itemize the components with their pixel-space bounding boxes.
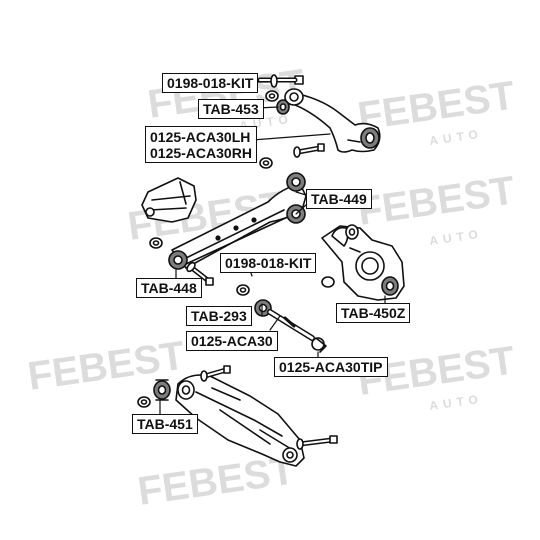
upper-arm — [284, 88, 381, 153]
bushing-tab453 — [276, 99, 290, 115]
bolt-upper-arm — [293, 143, 325, 158]
label-tab-451: TAB-451 — [132, 414, 198, 434]
lower-arm — [168, 172, 307, 270]
knuckle — [321, 224, 405, 301]
label-0125-aca30-lh-rh: 0125-ACA30LH 0125-ACA30RH — [145, 126, 257, 163]
adjustable-rod — [254, 299, 327, 353]
label-0198-018-kit-top: 0198-018-KIT — [162, 73, 259, 93]
label-0125-aca30tip: 0125-ACA30TIP — [274, 357, 388, 377]
label-tab-448: TAB-448 — [136, 278, 202, 298]
label-tab-293: TAB-293 — [186, 306, 252, 326]
label-0198-018-kit-mid: 0198-018-KIT — [220, 253, 317, 273]
trailing-arm — [175, 374, 305, 467]
label-tab-449: TAB-449 — [306, 189, 372, 209]
label-0125-aca30: 0125-ACA30 — [186, 331, 278, 351]
subframe-bracket — [141, 177, 197, 223]
bolt-trailing-right — [296, 435, 338, 450]
label-tab-450z: TAB-450Z — [336, 303, 411, 323]
bolt-trailing-top — [200, 365, 231, 382]
label-0125-aca30rh: 0125-ACA30RH — [150, 145, 252, 161]
bolt-top — [257, 74, 304, 88]
nut-top — [265, 90, 279, 102]
bolt-lower-left — [186, 261, 214, 286]
label-0125-aca30lh: 0125-ACA30LH — [150, 129, 251, 145]
bushing-tab451 — [153, 379, 171, 401]
label-tab-453: TAB-453 — [198, 99, 264, 119]
